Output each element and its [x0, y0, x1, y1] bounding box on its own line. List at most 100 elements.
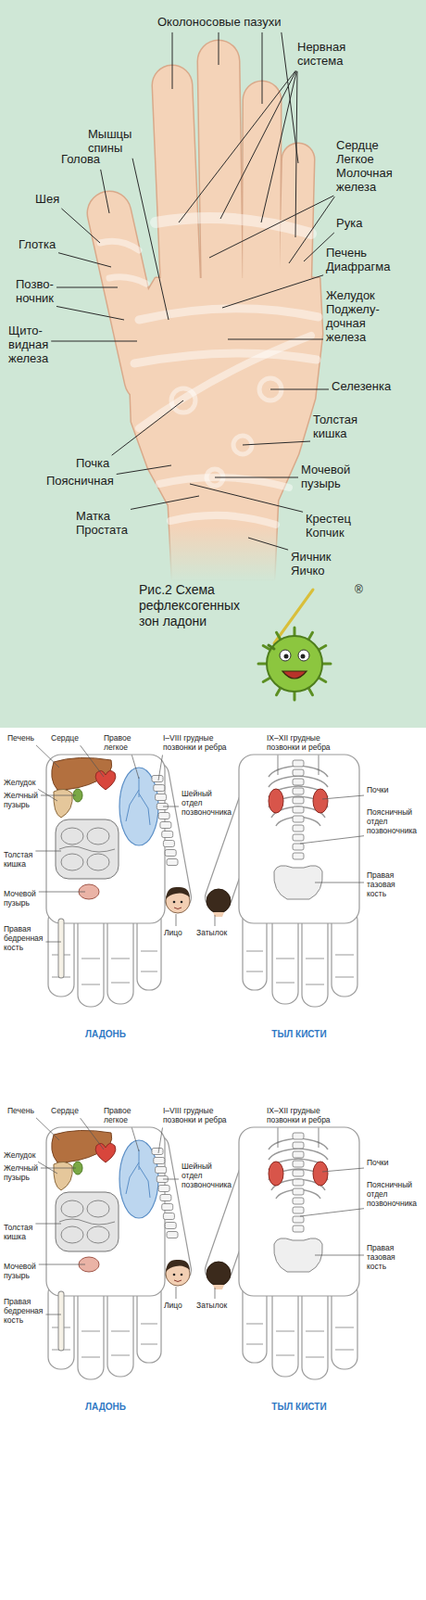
- zone-label: Почка: [75, 456, 110, 471]
- leader-line: [158, 753, 163, 780]
- leader-line: [281, 32, 299, 163]
- projection-figure-copy: [46, 1126, 360, 1379]
- leader-lines: [35, 32, 364, 1314]
- organ-label: IX–XII грудные позвонки и ребра: [266, 733, 341, 752]
- view-label: ЛАДОНЬ: [85, 1027, 126, 1040]
- organ-label: Толстая кишка: [3, 850, 33, 869]
- leader-line: [295, 71, 298, 238]
- leader-line: [131, 753, 139, 778]
- leader-line: [175, 1285, 177, 1298]
- leader-line: [80, 1116, 104, 1149]
- organ-label: Шейный отдел позвоночника: [181, 789, 232, 816]
- zone-label: Сердце Легкое Молочная железа: [336, 138, 393, 195]
- leader-line: [322, 794, 364, 799]
- zone-label: Желудок Поджелу- дочная железа: [325, 288, 380, 345]
- organ-label: Желудок: [3, 777, 37, 788]
- organ-label: Желчный пузырь: [3, 1163, 38, 1182]
- leader-line: [318, 754, 320, 775]
- leader-line: [40, 1166, 76, 1168]
- leader-line: [214, 1286, 216, 1298]
- leader-line: [262, 32, 264, 104]
- zone-label: Мышцы спины: [87, 127, 132, 156]
- leader-line: [189, 483, 303, 512]
- organ-label: Поясничный отдел позвоночника: [366, 807, 417, 835]
- leader-line: [214, 914, 216, 926]
- zone-label: Глотка: [18, 238, 56, 252]
- leader-line: [172, 32, 174, 89]
- leader-line: [61, 208, 101, 243]
- organ-label: Поясничный отдел позвоночника: [366, 1179, 417, 1207]
- leader-line: [218, 32, 220, 65]
- view-label: ТЫЛ КИСТИ: [271, 1027, 326, 1040]
- zone-label: Яичник Яичко: [290, 550, 332, 578]
- leader-line: [300, 1207, 364, 1216]
- zone-label: Мочевой пузырь: [300, 463, 351, 491]
- zone-label: Селезенка: [331, 379, 391, 394]
- organ-label: Печень: [7, 733, 35, 743]
- organ-label: Мочевой пузырь: [3, 889, 37, 908]
- leader-line: [175, 913, 177, 926]
- leader-line: [56, 305, 125, 320]
- zone-label: Рука: [336, 216, 363, 231]
- organ-label: I–VIII грудные позвонки и ребра: [162, 733, 238, 752]
- zone-label: Толстая кишка: [313, 413, 358, 441]
- organ-label: Шейный отдел позвоночника: [181, 1161, 232, 1189]
- organ-label: Правая бедренная кость: [3, 1296, 43, 1324]
- organ-label: Правая бедренная кость: [3, 924, 43, 952]
- leader-line: [322, 1166, 364, 1171]
- organ-label: Затылок: [196, 1300, 227, 1310]
- organ-label: Желчный пузырь: [3, 790, 38, 810]
- zone-label: Околоносовые пазухи: [157, 15, 281, 30]
- leader-line: [36, 1116, 60, 1140]
- organ-label: I–VIII грудные позвонки и ребра: [162, 1105, 238, 1125]
- view-label: ТЫЛ КИСТИ: [271, 1400, 326, 1412]
- leader-line: [36, 744, 60, 767]
- leader-line: [35, 850, 62, 852]
- organ-label: IX–XII грудные позвонки и ребра: [266, 1105, 341, 1125]
- organ-label: Толстая кишка: [3, 1222, 33, 1241]
- organ-label: Мочевой пузырь: [3, 1261, 37, 1280]
- leader-line: [35, 1222, 62, 1224]
- zone-label: Нервная система: [297, 40, 346, 69]
- leader-line: [38, 890, 86, 892]
- leader-line: [318, 1127, 320, 1147]
- organ-label: Правая тазовая кость: [366, 870, 396, 898]
- zone-label: Печень Диафрагма: [325, 246, 390, 275]
- zone-label: Голова: [61, 152, 101, 167]
- leader-line: [100, 169, 110, 213]
- leader-line: [80, 744, 104, 777]
- organ-label: Лицо: [163, 1300, 183, 1310]
- leader-line: [209, 195, 334, 258]
- leader-line: [45, 1313, 62, 1315]
- leader-line: [222, 275, 324, 308]
- view-label: ЛАДОНЬ: [85, 1400, 126, 1412]
- trademark-symbol: ®: [354, 583, 364, 597]
- organ-label: Желудок: [3, 1150, 37, 1160]
- organ-label: Почки: [366, 785, 389, 795]
- leader-line: [58, 252, 112, 267]
- leader-line: [38, 1263, 86, 1265]
- leader-line: [50, 340, 138, 342]
- zone-label: Крестец Копчик: [305, 512, 351, 540]
- leader-line: [45, 940, 62, 942]
- leader-line: [300, 835, 364, 843]
- organ-label: Правое легкое: [103, 1105, 131, 1125]
- leader-line: [131, 1126, 139, 1151]
- leader-line: [214, 476, 299, 478]
- zone-label: Поясничная: [46, 474, 114, 489]
- leader-line: [130, 495, 200, 509]
- leader-line: [261, 71, 297, 223]
- leader-line: [277, 754, 279, 775]
- leader-line: [314, 1253, 364, 1255]
- organ-label: Правая тазовая кость: [366, 1242, 396, 1270]
- leader-line: [116, 464, 172, 475]
- leader-line: [162, 805, 179, 807]
- green-ground: [0, 0, 426, 727]
- leader-line: [132, 158, 169, 320]
- leader-line: [277, 1127, 279, 1147]
- organ-label: Лицо: [163, 927, 183, 938]
- zone-bands: [100, 217, 319, 525]
- leader-line: [227, 338, 324, 340]
